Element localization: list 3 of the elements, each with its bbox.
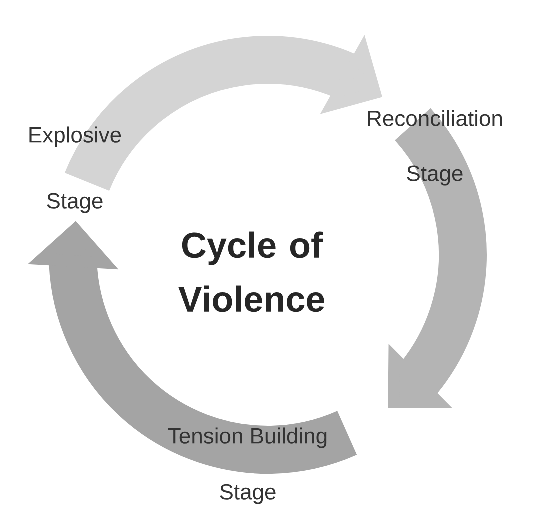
stage-label: Explosive Stage [30, 126, 122, 214]
center-title: Cycle of Violence [178, 232, 324, 312]
stage-label: Tension Building Stage [168, 428, 327, 504]
